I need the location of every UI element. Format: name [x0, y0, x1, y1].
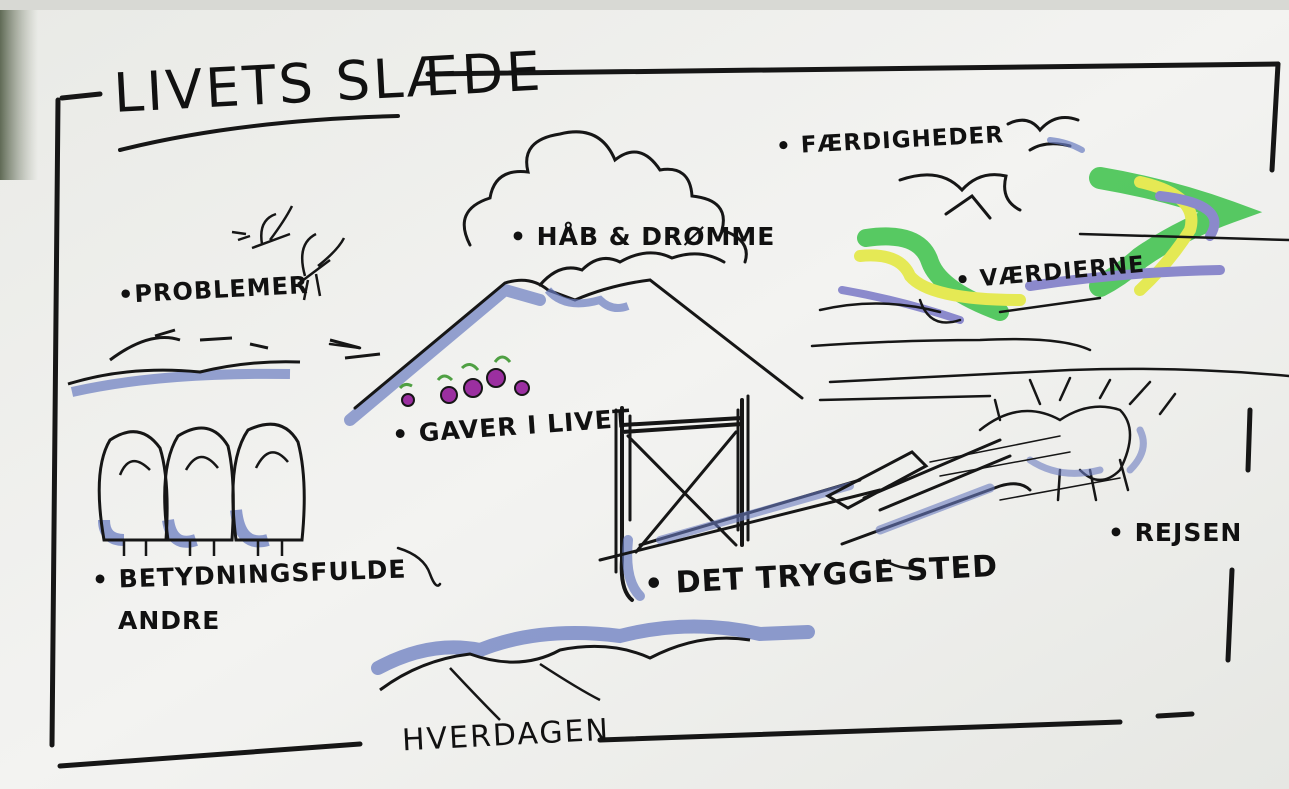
frame-right-low — [1225, 567, 1235, 663]
frame-right-mid — [1245, 407, 1253, 473]
frame — [49, 61, 1281, 769]
tower-frame — [619, 398, 744, 602]
berries — [398, 355, 530, 407]
mosquito — [231, 205, 294, 250]
frame-right-top — [1269, 61, 1281, 173]
person — [97, 430, 169, 542]
frame-top-left — [59, 91, 103, 101]
aurora-yellow — [854, 249, 1026, 306]
problems-hill-top — [109, 328, 381, 362]
cloud-base — [538, 251, 726, 287]
label-rejsen: • REJSEN — [1108, 518, 1243, 547]
bottom-hills-line2 — [449, 662, 601, 721]
label-haab-droemme: • HÅB & DRØMME — [510, 222, 776, 251]
frame-top-right — [425, 61, 1281, 77]
dash — [328, 342, 362, 350]
squiggle — [396, 546, 442, 587]
frame-bottom-dash — [1155, 711, 1195, 719]
bird-shadow — [1047, 137, 1085, 153]
mosquitos — [231, 205, 346, 301]
bird — [898, 173, 1022, 220]
problems-hill-shadow — [70, 368, 291, 397]
cloud — [462, 130, 748, 287]
landscape-right — [810, 232, 1289, 402]
squiggles — [328, 342, 920, 587]
northern-lights — [838, 167, 1263, 324]
sleigh — [824, 376, 1177, 546]
mountain — [344, 278, 804, 426]
title-underline — [118, 114, 400, 152]
bottom-hills — [371, 619, 815, 721]
tower-base-shadow — [622, 535, 645, 601]
sleigh-lines — [929, 435, 1121, 501]
sleigh-body — [824, 438, 1012, 512]
frame-bottom-left — [57, 741, 363, 769]
person-details — [118, 451, 289, 556]
berry — [514, 380, 530, 396]
berry — [440, 386, 458, 404]
aurora-outline — [918, 296, 1102, 324]
label-andre: ANDRE — [118, 606, 221, 635]
birds — [898, 116, 1085, 220]
horizon-line — [818, 232, 1289, 314]
aurora-purple-left — [838, 286, 964, 324]
bridge-beam-shadow — [656, 482, 854, 544]
aurora-purple — [1025, 191, 1225, 291]
berry — [486, 368, 506, 388]
bottom-hills-line — [379, 636, 751, 692]
river-line — [810, 337, 1289, 402]
reindeer-shadow — [1026, 426, 1147, 477]
people — [97, 422, 306, 556]
mosquito — [297, 232, 346, 301]
problems-hill-line — [67, 360, 301, 386]
sleigh-shadow — [875, 483, 995, 535]
top-strip — [0, 0, 1289, 10]
squiggle — [882, 558, 920, 570]
berry — [401, 393, 415, 407]
mountain-snowcap — [544, 287, 630, 312]
bottom-hills-shadow — [371, 619, 815, 675]
tower-legs — [614, 394, 750, 574]
left-edge-shadow — [0, 0, 38, 180]
tower — [598, 394, 882, 602]
frame-left — [49, 97, 61, 748]
problems-hill — [67, 328, 381, 397]
berry-leaves — [398, 355, 512, 390]
cloud-outline — [462, 130, 748, 264]
sleigh-runner — [840, 482, 1032, 546]
mountain-shadow — [344, 283, 546, 426]
berry — [463, 378, 483, 398]
frame-bottom-right — [597, 719, 1123, 743]
person — [231, 422, 306, 542]
reindeer — [978, 376, 1177, 502]
